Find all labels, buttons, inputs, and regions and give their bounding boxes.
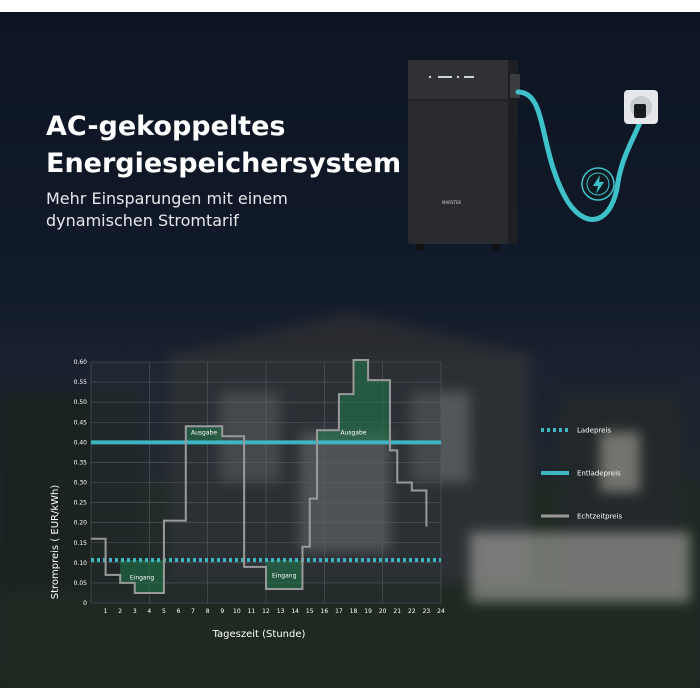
x-tick-label: 6 — [177, 608, 181, 615]
legend-label: Ladepreis — [577, 427, 611, 435]
headline-line-2: Energiespeichersystem — [46, 148, 402, 179]
headline: AC-gekoppeltes Energiespeichersystem — [46, 108, 401, 182]
charge-discharge-areas — [120, 359, 390, 593]
x-axis-title: Tageszeit (Stunde) — [212, 629, 306, 640]
subtitle-line-2: dynamischen Stromtarif — [46, 211, 239, 230]
x-tick-label: 1 — [104, 608, 108, 615]
y-tick-label: 0.35 — [74, 459, 88, 466]
lightning-bolt-icon — [581, 167, 615, 201]
charge-area-2 — [266, 546, 303, 589]
x-tick-label: 16 — [321, 608, 329, 615]
x-tick-label: 12 — [262, 608, 270, 615]
x-tick-label: 24 — [437, 608, 445, 615]
series-echtzeitpreis — [91, 358, 428, 594]
y-tick-label: 0.60 — [74, 359, 88, 366]
x-tick-label: 9 — [220, 608, 224, 615]
x-tick-label: 7 — [191, 608, 195, 615]
y-axis-title: Strompreis ( EUR/kWh) — [50, 485, 61, 600]
x-tick-label: 19 — [364, 608, 372, 615]
y-tick-label: 0.10 — [74, 560, 88, 567]
product-brand-label: MARSTEK — [442, 200, 461, 205]
x-tick-label: 11 — [248, 608, 256, 615]
y-tick-label: 0.40 — [74, 439, 88, 446]
x-tick-label: 4 — [147, 608, 151, 615]
annotation-ausgabe: Ausgabe — [340, 429, 366, 436]
annotation-eingang: Eingang — [130, 574, 155, 581]
chart-series — [91, 358, 441, 594]
x-tick-label: 5 — [162, 608, 166, 615]
x-tick-label: 13 — [277, 608, 285, 615]
subtitle: Mehr Einsparungen mit einem dynamischen … — [46, 188, 288, 232]
y-tick-label: 0.05 — [74, 580, 88, 587]
annotation-eingang: Eingang — [272, 572, 297, 579]
y-tick-label: 0.45 — [74, 419, 88, 426]
x-tick-label: 21 — [393, 608, 401, 615]
headline-line-1: AC-gekoppeltes — [46, 111, 286, 142]
subtitle-line-1: Mehr Einsparungen mit einem — [46, 189, 288, 208]
background-house-illustration — [0, 312, 700, 688]
x-tick-label: 17 — [335, 608, 343, 615]
y-tick-label: 0.55 — [74, 379, 88, 386]
y-tick-label: 0.20 — [74, 520, 88, 527]
y-tick-label: 0.50 — [74, 399, 88, 406]
legend-label: Echtzeitpreis — [577, 513, 623, 521]
charging-cable — [515, 89, 646, 222]
x-tick-label: 22 — [408, 608, 416, 615]
x-tick-label: 15 — [306, 608, 314, 615]
legend-label: Entladepreis — [577, 470, 621, 478]
x-tick-label: 18 — [350, 608, 358, 615]
x-tick-label: 8 — [206, 608, 210, 615]
y-tick-label: 0.15 — [74, 540, 88, 547]
charge-area-0 — [120, 520, 164, 593]
discharge-area-1 — [185, 426, 223, 521]
y-tick-label: 0 — [83, 600, 87, 607]
x-tick-label: 20 — [379, 608, 387, 615]
discharge-area-3 — [317, 359, 390, 499]
y-tick-label: 0.25 — [74, 500, 88, 507]
x-tick-label: 3 — [133, 608, 137, 615]
x-tick-label: 2 — [118, 608, 122, 615]
annotation-ausgabe: Ausgabe — [191, 429, 217, 436]
x-tick-label: 10 — [233, 608, 241, 615]
x-tick-label: 14 — [291, 608, 299, 615]
x-tick-label: 23 — [423, 608, 431, 615]
y-tick-label: 0.30 — [74, 480, 88, 487]
energy-storage-product-image: MARSTEK — [408, 60, 658, 250]
y-axis-ticks: 0 0.05 0.10 0.15 0.20 0.25 0.30 0.35 0.40 0.45 0.5… — [74, 359, 88, 607]
